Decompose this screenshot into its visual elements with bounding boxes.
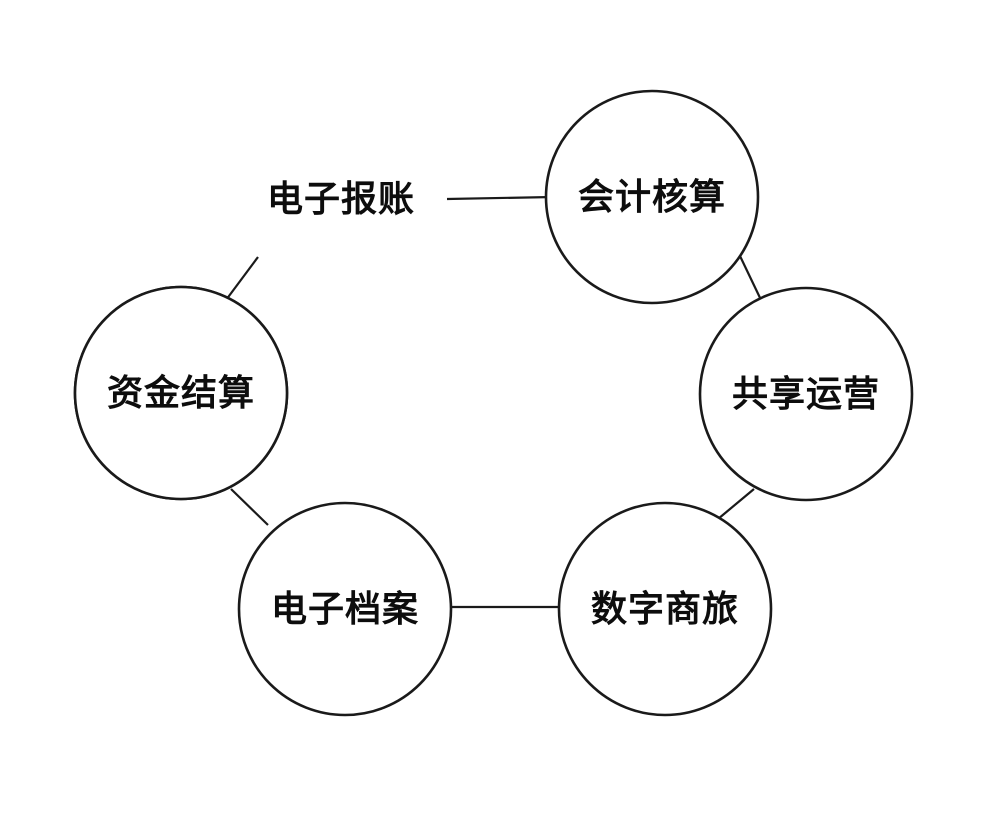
connector-lower-right <box>717 488 755 520</box>
connector-upper-right <box>739 255 763 303</box>
node-circle-bottom-right[interactable] <box>237 501 453 717</box>
node-circle-group <box>73 89 914 717</box>
node-circle-left[interactable] <box>73 285 289 501</box>
node-circle-top-right[interactable] <box>698 286 914 502</box>
connector-lower-left <box>230 488 269 526</box>
connector-top <box>446 195 554 201</box>
connector-group <box>225 195 763 609</box>
connector-upper-left <box>225 256 259 301</box>
node-circle-right[interactable] <box>557 501 773 717</box>
node-circle-top-left[interactable] <box>544 89 760 305</box>
